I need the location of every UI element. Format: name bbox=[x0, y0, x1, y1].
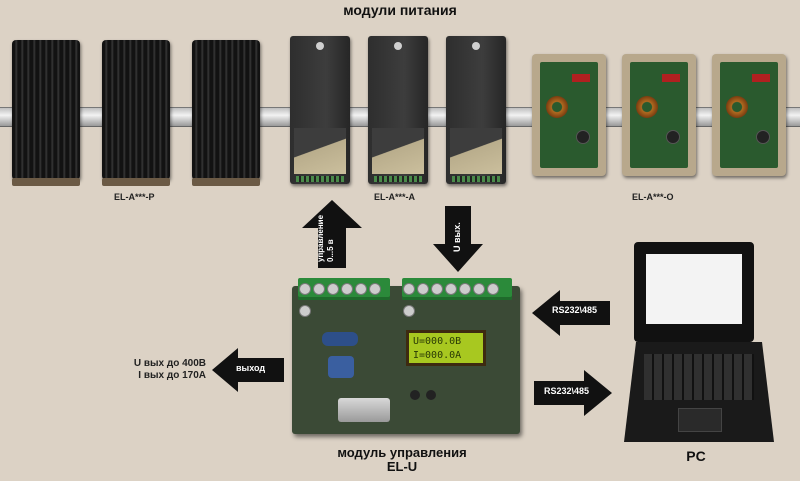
control-module-caption: модуль управления EL-U bbox=[312, 446, 492, 474]
open-psu-module bbox=[712, 54, 786, 176]
lcd-current: I=000.0A bbox=[413, 350, 462, 361]
heatsink-module bbox=[192, 40, 260, 186]
open-psu-module bbox=[622, 54, 696, 176]
arrow-right-icon bbox=[534, 370, 612, 416]
capacitor bbox=[328, 356, 354, 378]
keyboard bbox=[644, 354, 754, 400]
control-board: U=000.0B I=000.0A bbox=[292, 278, 520, 434]
output-current-spec: I вых до 170А bbox=[138, 370, 206, 381]
terminal-block bbox=[298, 278, 390, 317]
psu-module bbox=[368, 36, 428, 184]
module-label-o: EL-A***-O bbox=[632, 192, 674, 202]
pc-label: PC bbox=[686, 448, 706, 464]
arrow-up-icon bbox=[302, 200, 362, 268]
lcd-display: U=000.0B I=000.0A bbox=[406, 330, 486, 366]
button bbox=[410, 390, 420, 400]
terminal-block bbox=[402, 278, 512, 317]
heatsink-module bbox=[102, 40, 170, 186]
control-module-model: EL-U bbox=[386, 459, 418, 474]
open-psu-module bbox=[532, 54, 606, 176]
lcd-voltage: U=000.0B bbox=[413, 336, 462, 347]
module-label-a: EL-A***-A bbox=[374, 192, 416, 202]
uout-arrow-label: U вых. bbox=[452, 222, 462, 252]
psu-module bbox=[446, 36, 506, 184]
output-arrow-label: выход bbox=[236, 363, 266, 373]
heatsink-module bbox=[12, 40, 80, 186]
touchpad bbox=[678, 408, 722, 432]
arrow-down-icon bbox=[433, 206, 483, 272]
db9-connector bbox=[338, 398, 390, 422]
rs-out-label: RS232\485 bbox=[544, 386, 590, 396]
diagram-title: модули питания bbox=[343, 2, 457, 18]
arrow-left-icon bbox=[212, 348, 284, 392]
output-specs: U вых до 400В I вых до 170А bbox=[118, 358, 206, 382]
laptop bbox=[624, 242, 774, 442]
button bbox=[426, 390, 436, 400]
module-label-p: EL-A***-P bbox=[114, 192, 155, 202]
control-module-title: модуль управления bbox=[337, 445, 467, 460]
output-voltage-spec: U вых до 400В bbox=[133, 358, 206, 369]
rs-in-label: RS232\485 bbox=[552, 305, 598, 315]
laptop-screen bbox=[646, 254, 742, 324]
capacitor bbox=[322, 332, 358, 346]
arrow-left-icon bbox=[532, 290, 610, 336]
psu-module bbox=[290, 36, 350, 184]
control-arrow-label: управление 0...5 в bbox=[316, 214, 335, 262]
